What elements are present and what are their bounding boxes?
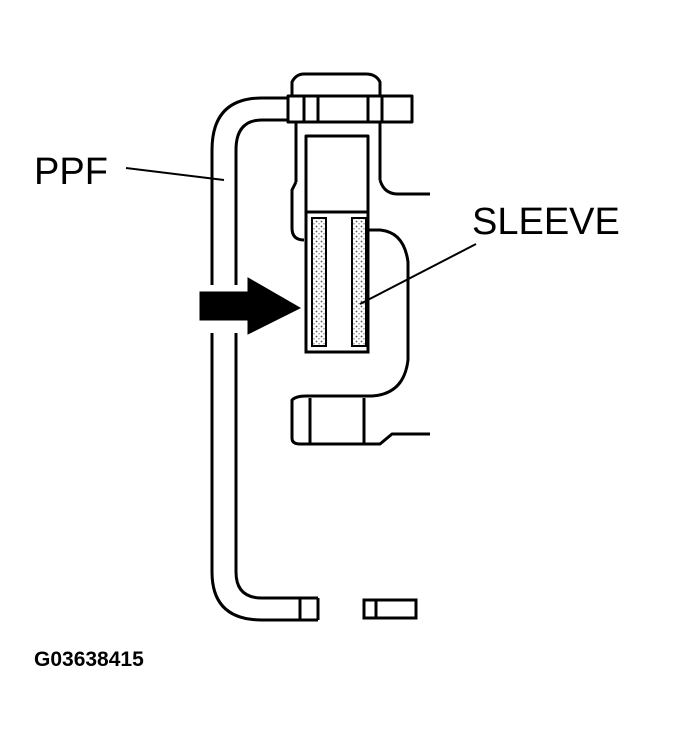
ppf-pipe bbox=[210, 96, 320, 622]
fitting-body bbox=[290, 122, 430, 242]
flare-nut bbox=[286, 72, 414, 124]
ppf-leader bbox=[125, 167, 225, 181]
arrow-right-icon bbox=[199, 277, 302, 335]
housing bbox=[290, 228, 430, 446]
sleeve bbox=[304, 210, 370, 354]
sleeve-leader bbox=[359, 243, 477, 305]
ppf-label: PPF bbox=[34, 151, 108, 193]
figure-id: G03638415 bbox=[34, 648, 144, 671]
sleeve-label: SLEEVE bbox=[472, 201, 620, 243]
tube-stub bbox=[362, 598, 418, 620]
